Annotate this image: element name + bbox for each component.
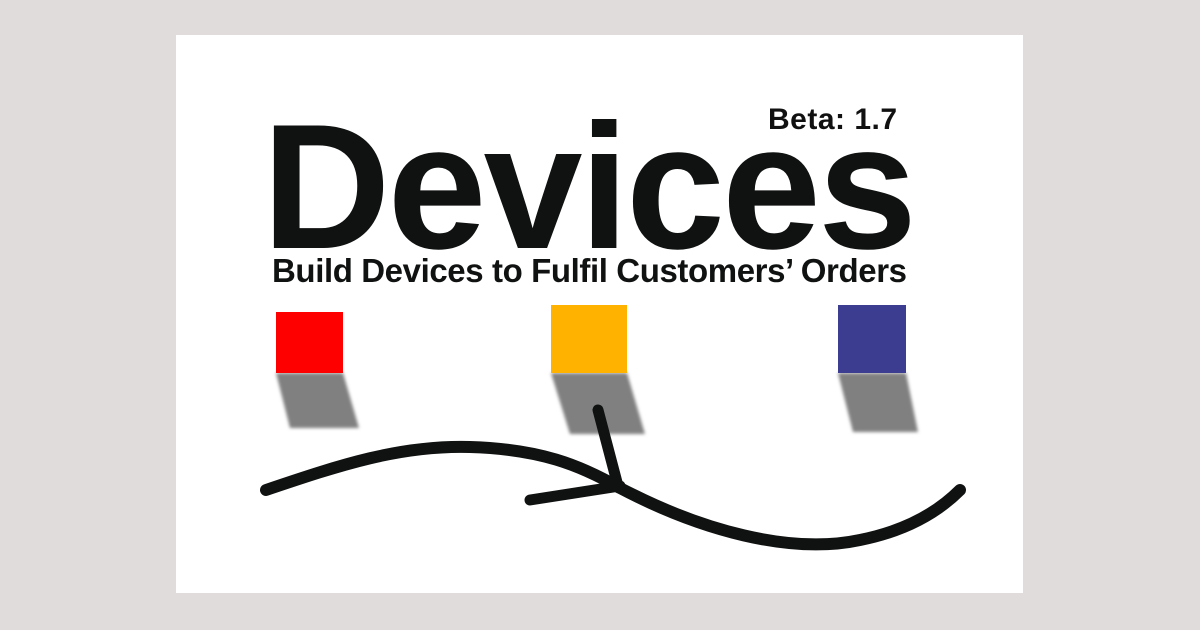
logo-title: Devices <box>262 87 917 286</box>
red-swatch-shadow <box>276 373 359 428</box>
tagline: Build Devices to Fulfil Customers’ Order… <box>272 252 907 289</box>
red-swatch <box>276 312 343 373</box>
amber-swatch-shadow <box>551 373 645 434</box>
indigo-swatch <box>838 305 906 373</box>
version-label: Beta: 1.7 <box>768 103 898 136</box>
indigo-swatch-shadow <box>838 373 918 432</box>
amber-swatch <box>551 305 627 373</box>
